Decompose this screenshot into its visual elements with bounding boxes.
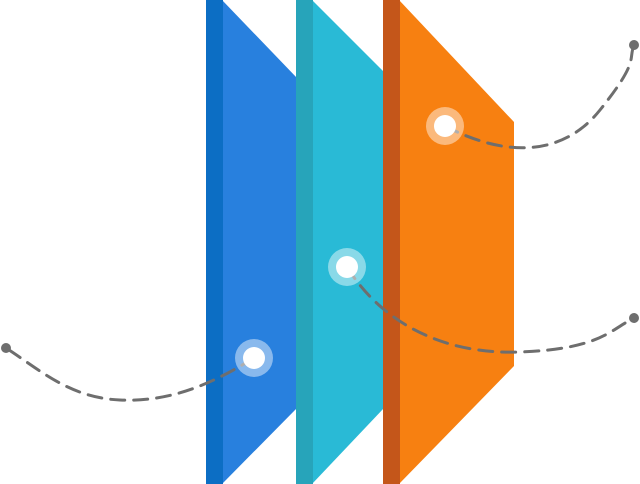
panel-cyan (296, 0, 384, 484)
connector-line-bottom (4, 346, 256, 402)
marker-middle-core (336, 256, 358, 278)
panel-blue-face (222, 0, 297, 484)
connector-end-dot-bottom (1, 343, 11, 353)
marker-bottom (235, 339, 273, 377)
connector-end-dot-top (629, 40, 639, 50)
connector-line-top (443, 43, 636, 150)
panel-orange (383, 0, 514, 484)
panel-cyan-face (312, 0, 384, 484)
panel-cyan-edge (296, 0, 313, 484)
panel-blue-edge (206, 0, 223, 484)
marker-top (426, 107, 464, 145)
panel-orange-edge (383, 0, 400, 484)
connector-end-dot-middle (629, 313, 639, 323)
marker-bottom-core (243, 347, 265, 369)
connector-line-middle (345, 265, 636, 354)
panel-orange-face (399, 0, 514, 484)
panel-blue (206, 0, 297, 484)
marker-middle (328, 248, 366, 286)
marker-top-core (434, 115, 456, 137)
